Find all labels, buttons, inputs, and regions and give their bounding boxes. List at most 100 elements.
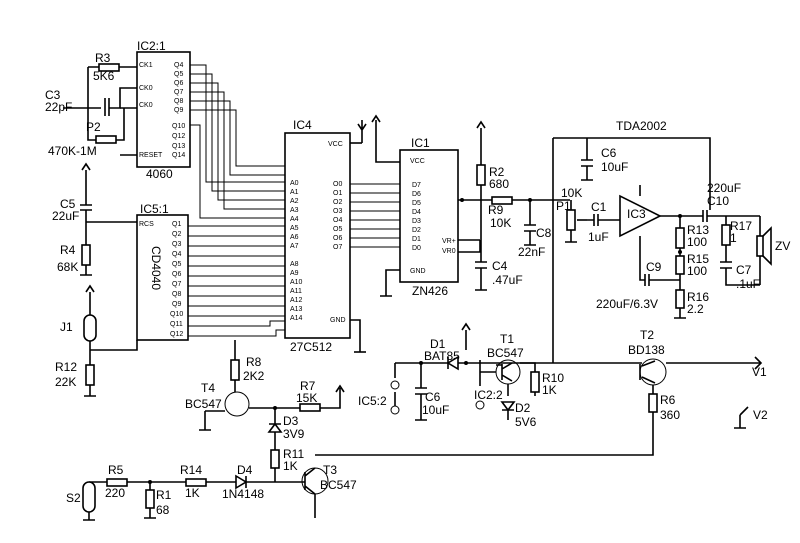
c4-value: .47uF	[492, 273, 523, 287]
ic2-body	[136, 51, 191, 168]
j1-label: J1	[60, 320, 73, 334]
ic5b-label: IC5:2	[358, 394, 387, 408]
ic5-pin-q2: Q2	[172, 231, 181, 238]
bus-ic2-q10	[190, 124, 285, 219]
r7-resistor	[299, 403, 321, 412]
r7-value: 15K	[296, 391, 317, 405]
ic2-pin-q4: Q4	[174, 62, 183, 69]
ic5-name: IC5:1	[140, 202, 169, 216]
ic4-pin-o6: O6	[333, 235, 342, 242]
r8-resistor	[230, 359, 240, 381]
ic1-pin-d7: D7	[412, 182, 421, 189]
p2-pot	[95, 135, 117, 144]
r3-value: 5K6	[93, 69, 115, 83]
ic4-pin-o3: O3	[333, 208, 342, 215]
ic5-pin-q3: Q3	[172, 241, 181, 248]
r11-value: 1K	[283, 459, 298, 473]
bus-ic5-q12	[188, 329, 285, 337]
ic4-pin-a11: A11	[290, 288, 302, 295]
c8-node	[528, 198, 532, 202]
d2-zener	[500, 401, 516, 412]
ic1-out-dot	[460, 198, 464, 202]
ic4-pin-vcc: VCC	[328, 141, 343, 148]
r2-supply	[476, 120, 486, 165]
r9-label: R9	[488, 203, 504, 217]
ic4-vcc-arrow	[357, 120, 367, 143]
ic5-pin-q5: Q5	[172, 261, 181, 268]
r5-value: 220	[105, 486, 125, 500]
t2-label: T2	[640, 328, 654, 342]
ic4-pin-a8: A8	[290, 261, 299, 268]
c3-value: 22pF	[45, 100, 72, 114]
ic4-pin-a10: A10	[290, 279, 303, 286]
c5-wires	[85, 210, 137, 245]
t1-base-wire	[479, 360, 496, 386]
ic4-pin-a14: A14	[290, 315, 303, 322]
zv-label: ZV	[775, 239, 790, 253]
d4-label: D4	[237, 463, 253, 477]
ic2-pin-q12: Q12	[172, 133, 185, 140]
r7-supply	[320, 384, 345, 409]
d2-leads	[502, 409, 514, 420]
r15-value: 100	[687, 264, 707, 278]
s2-ground	[83, 512, 95, 521]
c6a-value: 10uF	[601, 160, 628, 174]
t3-label: T3	[323, 463, 337, 477]
t2-transistor	[639, 358, 667, 386]
ic2-part: 4060	[146, 167, 173, 181]
d1-label: D1	[430, 337, 446, 351]
ic5-pin-q11: Q11	[170, 321, 183, 328]
ic1-name: IC1	[411, 136, 430, 150]
ic4-part: 27C512	[290, 340, 332, 354]
bus-ic2-q5	[190, 73, 285, 192]
r6-value: 360	[660, 408, 680, 422]
ic4-pin-a4: A4	[290, 216, 299, 223]
d3-value: 3V9	[283, 427, 305, 441]
d1-node	[464, 361, 468, 365]
c10-capacitor	[700, 210, 760, 222]
r13-label: R13	[687, 223, 709, 237]
ic4-pin-o2: O2	[333, 199, 342, 206]
c6b-capacitor	[415, 363, 427, 421]
r12-ground	[84, 385, 96, 397]
ic1-vcc-arrow	[371, 114, 381, 123]
ic4-pin-a0: A0	[290, 180, 299, 187]
c3-capacitor	[63, 87, 137, 116]
ic1-pin-vr0: VR0	[442, 248, 456, 255]
bus-ic2-q7	[190, 91, 285, 210]
r16-ground	[674, 308, 686, 319]
r6-label: R6	[660, 393, 676, 407]
r4-value: 68K	[57, 260, 78, 274]
v2-arrow	[734, 406, 749, 429]
ic4-pin-a12: A12	[290, 297, 303, 304]
d1-supply	[461, 322, 471, 350]
ic5-pin-q7: Q7	[172, 281, 181, 288]
c7-capacitor	[720, 216, 760, 286]
d1-diode	[446, 355, 459, 371]
bus-ic2-q9	[190, 109, 285, 167]
r6-to-t3	[315, 412, 654, 456]
p1-value: 10K	[561, 186, 582, 200]
r3-label: R3	[95, 51, 111, 65]
d3-leads	[269, 408, 281, 450]
speaker-coil	[756, 235, 764, 257]
ic3-name: IC3	[627, 207, 646, 221]
ic4-pin-a2: A2	[290, 198, 299, 205]
c1-capacitor	[587, 214, 620, 226]
r4-label: R4	[60, 243, 76, 257]
ic1-pin-d3: D3	[412, 218, 421, 225]
ic5-pin-q8: Q8	[172, 291, 181, 298]
r14-value: 1K	[185, 486, 200, 500]
r2-value: 680	[489, 177, 509, 191]
d4-leads	[206, 476, 275, 488]
ic1-pin-d2: D2	[412, 227, 421, 234]
c6a-label: C6	[601, 146, 617, 160]
v1-label: V1	[752, 365, 767, 379]
r10-label: R10	[542, 371, 564, 385]
ic5-pin-rcs: RCS	[139, 221, 154, 228]
t1-leads	[496, 362, 513, 382]
t4-value: BC547	[185, 397, 222, 411]
bus-ic2-q8	[190, 100, 285, 176]
